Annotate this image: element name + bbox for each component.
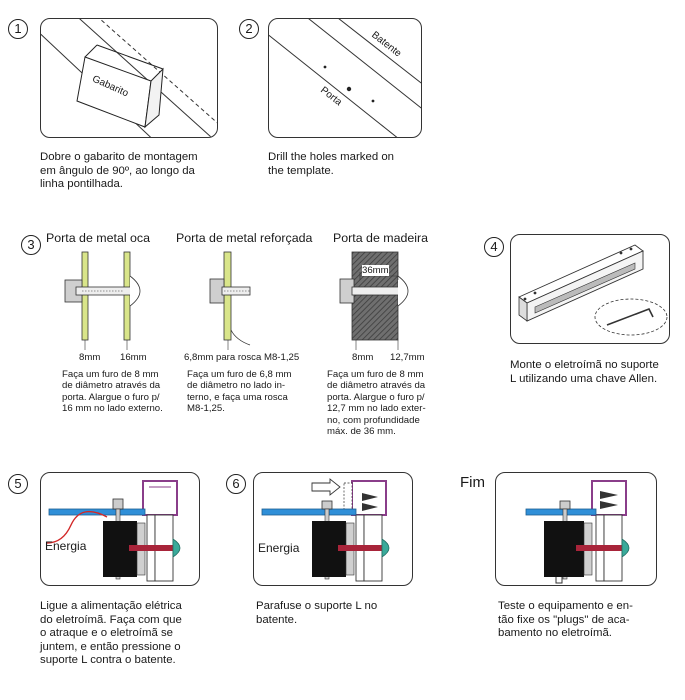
step-4-caption: Monte o eletroímã no suporte L utilizand… [510,359,659,385]
electromagnet-bracket-illustration [518,244,668,336]
door-frame-template-illustration [269,19,421,137]
step-1-caption: Dobre o gabarito de montagem em ângulo d… [40,151,198,191]
power-connection-illustration [46,480,181,582]
step-1-number: 1 [8,19,28,39]
reinforced-door-drawing [209,251,251,350]
step-6-number: 6 [226,474,246,494]
step-4-number: 4 [484,237,504,257]
wood-door-title: Porta de madeira [333,231,429,245]
wood-dim-36mm: 36mm [362,265,389,276]
wood-dim-127mm: 12,7mm [390,352,425,363]
step-1-panel: Gabarito [40,18,218,138]
final-step-label: Fim [460,474,485,491]
final-step-caption: Teste o equipamento e en- tão fixe os "p… [498,600,633,640]
reinforced-dim: 6,8mm para rosca M8-1,25 [184,352,300,363]
wood-door-caption: Faça um furo de 8 mm de diâmetro através… [327,369,426,438]
step-2-panel: Batente Porta [268,18,422,138]
step-5-caption: Ligue a alimentação elétrica do eletroím… [40,600,182,667]
step-4-panel [510,234,670,344]
step-3-number: 3 [21,235,41,255]
reinforced-door-title: Porta de metal reforçada [176,231,313,245]
energia-label-6: Energia [258,541,300,555]
final-test-illustration [525,480,630,584]
step-5-number: 5 [8,474,28,494]
step-2-caption: Drill the holes marked on the template. [268,151,394,177]
step-6-panel: Energia [253,472,413,586]
energia-label-5: Energia [45,539,87,553]
hollow-dim-8mm: 8mm [79,352,101,363]
screw-bracket-illustration [261,478,390,582]
final-step-panel [495,472,657,586]
step-6-caption: Parafuse o suporte L no batente. [256,600,378,626]
step-5-panel: Energia [40,472,200,586]
hollow-dim-16mm: 16mm [120,352,147,363]
wood-dim-8mm: 8mm [352,352,374,363]
hollow-door-title: Porta de metal oca [46,231,151,245]
hollow-door-drawing [64,249,141,350]
step-2-number: 2 [239,19,259,39]
reinforced-door-caption: Faça um furo de 6,8 mm de diâmetro no la… [187,369,292,415]
hollow-door-caption: Faça um furo de 8 mm de diâmetro através… [62,369,163,415]
template-fold-illustration [41,19,217,137]
